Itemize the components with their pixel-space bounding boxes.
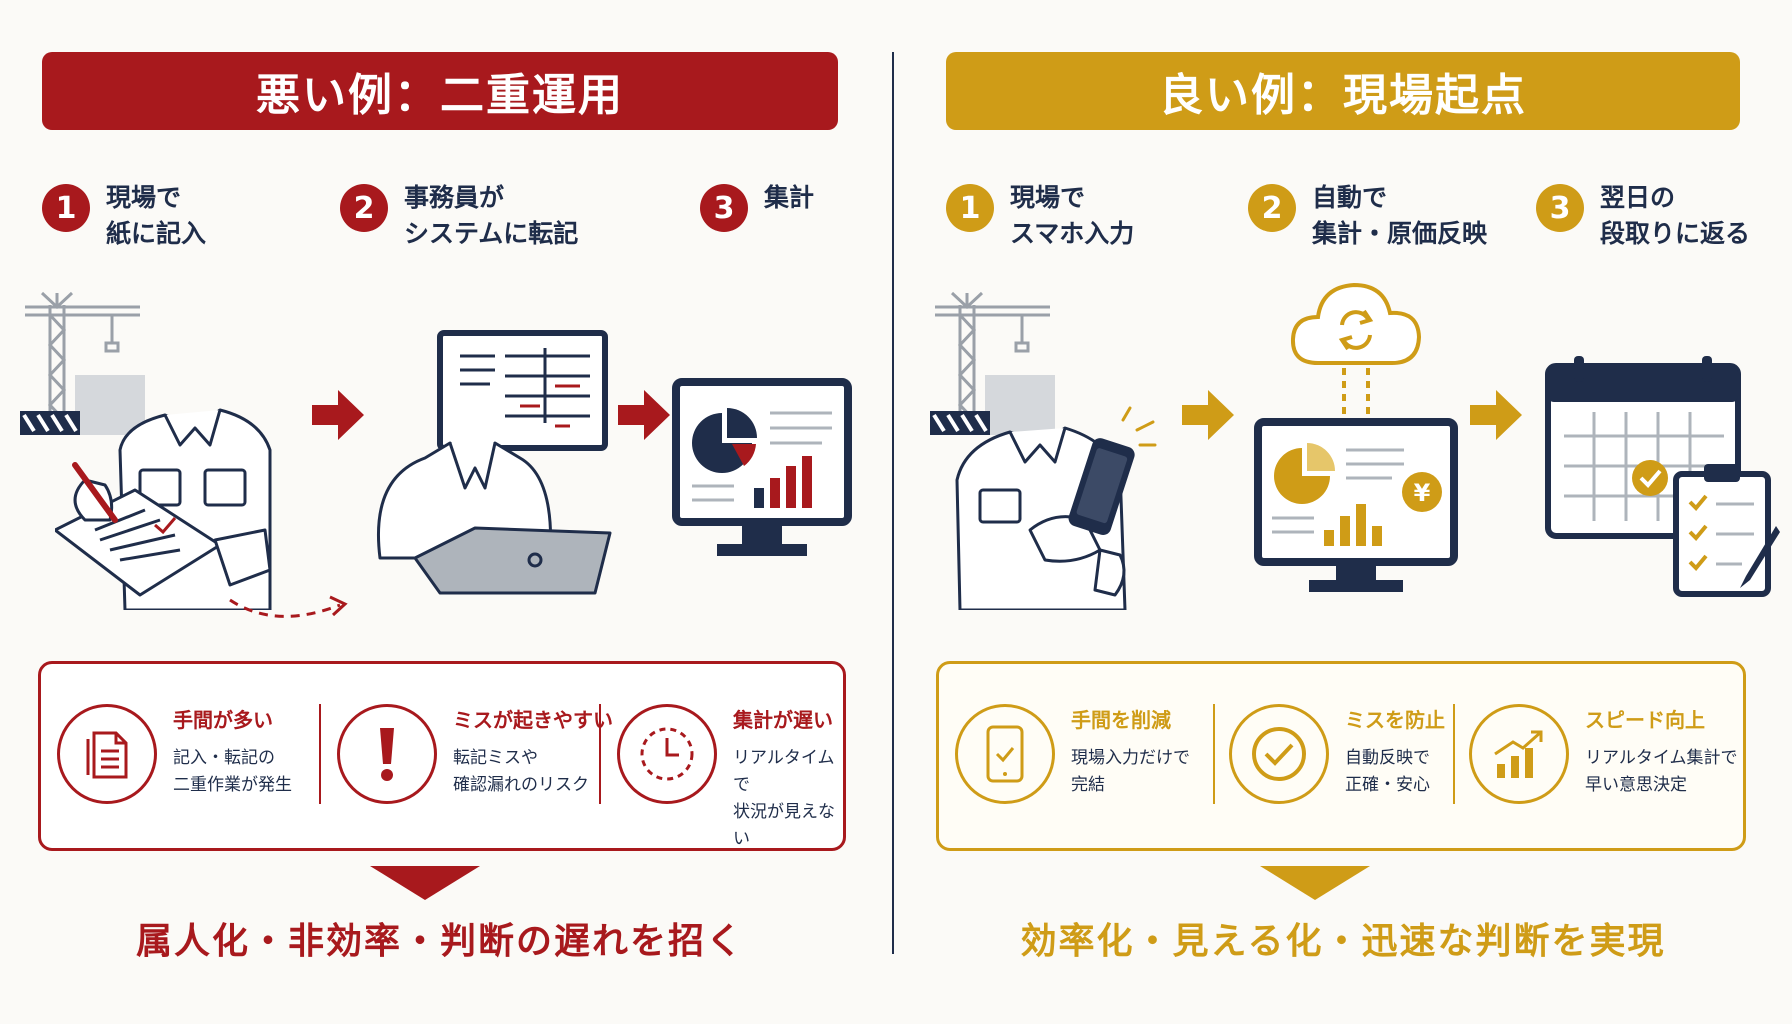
step-number: 2 <box>340 184 388 232</box>
office-clerk-laptop-icon <box>376 330 612 595</box>
right-arrow-icon <box>618 390 670 440</box>
benefit-item: 手間を削減 現場入力だけで 完結 <box>955 704 1190 804</box>
issue-desc: リアルタイムで 状況が見えない <box>733 748 835 849</box>
benefit-title: 手間を削減 <box>1071 708 1171 732</box>
benefit-desc: 自動反映で 正確・安心 <box>1345 748 1430 795</box>
issue-desc: 記入・転記の 二重作業が発生 <box>173 748 292 795</box>
bad-conclusion: 属人化・非効率・判断の遅れを招く <box>135 921 744 962</box>
down-arrow-icon <box>370 866 480 900</box>
smartphone-check-icon <box>986 725 1024 783</box>
benefit-desc: リアルタイム集計で 早い意思決定 <box>1585 748 1738 795</box>
step-label: 自動で 集計・原価反映 <box>1312 183 1488 248</box>
right-arrow-icon <box>1470 390 1522 440</box>
bad-step-2: 2 事務員が システムに転記 <box>340 180 578 252</box>
benefit-icon-circle <box>1229 704 1329 804</box>
cloud-sync-icon <box>1290 282 1422 365</box>
bad-step-3: 3 集計 <box>700 180 814 232</box>
issue-title: 手間が多い <box>173 708 273 732</box>
benefit-desc: 現場入力だけで 完結 <box>1071 748 1190 795</box>
field-worker-writing-icon <box>55 408 272 610</box>
monitor-dashboard-icon: ¥ <box>1254 418 1458 592</box>
divider <box>599 704 601 804</box>
issue-icon-circle <box>337 704 437 804</box>
step-label: 翌日の 段取りに返る <box>1600 183 1751 248</box>
good-step-1: 1 現場で スマホ入力 <box>946 180 1134 252</box>
issue-item: ミスが起きやすい 転記ミスや 確認漏れのリスク <box>337 704 613 804</box>
issue-title: ミスが起きやすい <box>453 708 613 732</box>
good-example-title: 良い例：現場起点 <box>1159 70 1527 121</box>
step-number: 3 <box>700 184 748 232</box>
good-example-banner: 良い例：現場起点 <box>946 52 1740 130</box>
clock-icon <box>640 727 694 781</box>
benefit-icon-circle <box>955 704 1055 804</box>
down-arrow-icon <box>1260 866 1370 900</box>
bad-example-title: 悪い例：二重運用 <box>256 70 624 121</box>
exclamation-icon <box>380 728 394 781</box>
growth-chart-icon <box>1494 730 1543 778</box>
divider <box>1453 704 1455 804</box>
good-step-3: 3 翌日の 段取りに返る <box>1536 180 1750 252</box>
construction-crane-icon <box>930 291 1055 435</box>
issue-icon-circle <box>57 704 157 804</box>
benefit-item: スピード向上 リアルタイム集計で 早い意思決定 <box>1469 704 1738 804</box>
divider <box>319 704 321 804</box>
check-circle-icon <box>1252 727 1306 781</box>
issue-icon-circle <box>617 704 717 804</box>
issue-item: 手間が多い 記入・転記の 二重作業が発生 <box>57 704 292 804</box>
issue-item: 集計が遅い リアルタイムで 状況が見えない <box>617 704 843 853</box>
good-conclusion: 効率化・見える化・迅速な判断を実現 <box>1020 921 1666 962</box>
bad-issues-box: 手間が多い 記入・転記の 二重作業が発生 ミスが起きやすい 転記ミスや 確認漏れ… <box>38 661 846 851</box>
dashed-transfer-arrow-icon <box>229 595 348 618</box>
issue-desc: 転記ミスや 確認漏れのリスク <box>453 748 589 795</box>
good-step-2: 2 自動で 集計・原価反映 <box>1248 180 1487 252</box>
sync-connection-lines <box>1342 368 1370 418</box>
step-number: 2 <box>1248 184 1296 232</box>
currency-icon: ¥ <box>1414 479 1431 507</box>
document-icon <box>86 731 128 779</box>
step-label: 集計 <box>764 183 815 212</box>
step-label: 現場で 紙に記入 <box>106 183 207 248</box>
step-label: 現場で スマホ入力 <box>1010 183 1135 248</box>
step-number: 1 <box>946 184 994 232</box>
center-divider <box>892 52 894 954</box>
step-number: 1 <box>42 184 90 232</box>
right-arrow-icon <box>312 390 364 440</box>
construction-crane-icon <box>20 291 145 435</box>
divider <box>1213 704 1215 804</box>
bad-example-banner: 悪い例：二重運用 <box>42 52 838 130</box>
step-number: 3 <box>1536 184 1584 232</box>
bad-step-1: 1 現場で 紙に記入 <box>42 180 206 252</box>
field-worker-smartphone-icon <box>955 406 1157 610</box>
benefit-icon-circle <box>1469 704 1569 804</box>
calendar-checklist-icon <box>1545 356 1780 597</box>
benefit-title: スピード向上 <box>1585 708 1705 732</box>
right-arrow-icon <box>1182 390 1234 440</box>
benefit-item: ミスを防止 自動反映で 正確・安心 <box>1229 704 1445 804</box>
good-benefits-box: 手間を削減 現場入力だけで 完結 ミスを防止 自動反映で 正確・安心 <box>936 661 1746 851</box>
monitor-report-icon <box>672 378 852 556</box>
issue-title: 集計が遅い <box>733 708 833 732</box>
benefit-title: ミスを防止 <box>1345 708 1445 732</box>
step-label: 事務員が システムに転記 <box>404 183 579 248</box>
